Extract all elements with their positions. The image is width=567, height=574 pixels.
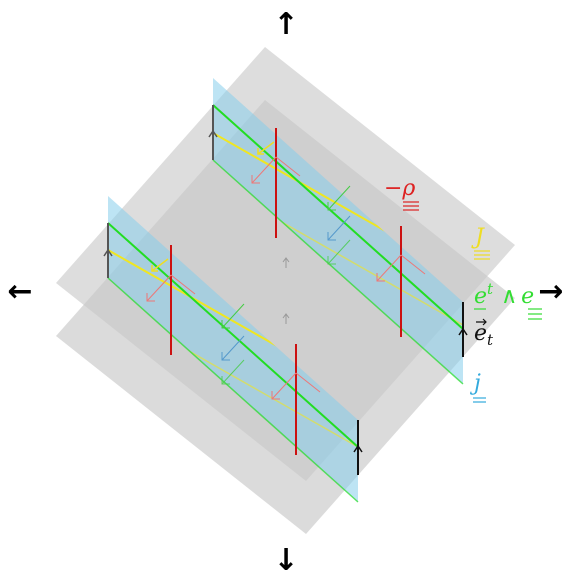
label-rho: −ρ bbox=[384, 176, 419, 211]
blue-sheet-front bbox=[103, 196, 363, 503]
svg-text:J: J bbox=[471, 225, 485, 250]
green-line bbox=[107, 222, 359, 448]
svg-text:et: et bbox=[474, 321, 494, 349]
center-small-arrows bbox=[282, 257, 290, 324]
green-line bbox=[107, 277, 359, 503]
left-arrow-icon: ← bbox=[7, 274, 32, 309]
svg-text:et∧e: et∧e bbox=[474, 280, 534, 309]
green-line bbox=[212, 159, 464, 385]
svg-text:−ρ: −ρ bbox=[384, 176, 415, 201]
blue-sheet-back bbox=[208, 78, 468, 385]
label-e-wedge: et∧e bbox=[474, 280, 542, 320]
label-e-t: et bbox=[474, 318, 494, 349]
svg-text:j: j bbox=[469, 371, 481, 396]
label-J: J bbox=[471, 225, 490, 260]
label-j: j bbox=[469, 371, 486, 403]
up-arrow-icon: ↑ bbox=[273, 7, 298, 42]
green-line bbox=[212, 104, 464, 330]
right-arrow-icon: → bbox=[538, 274, 563, 309]
down-arrow-icon: ↓ bbox=[273, 543, 298, 574]
